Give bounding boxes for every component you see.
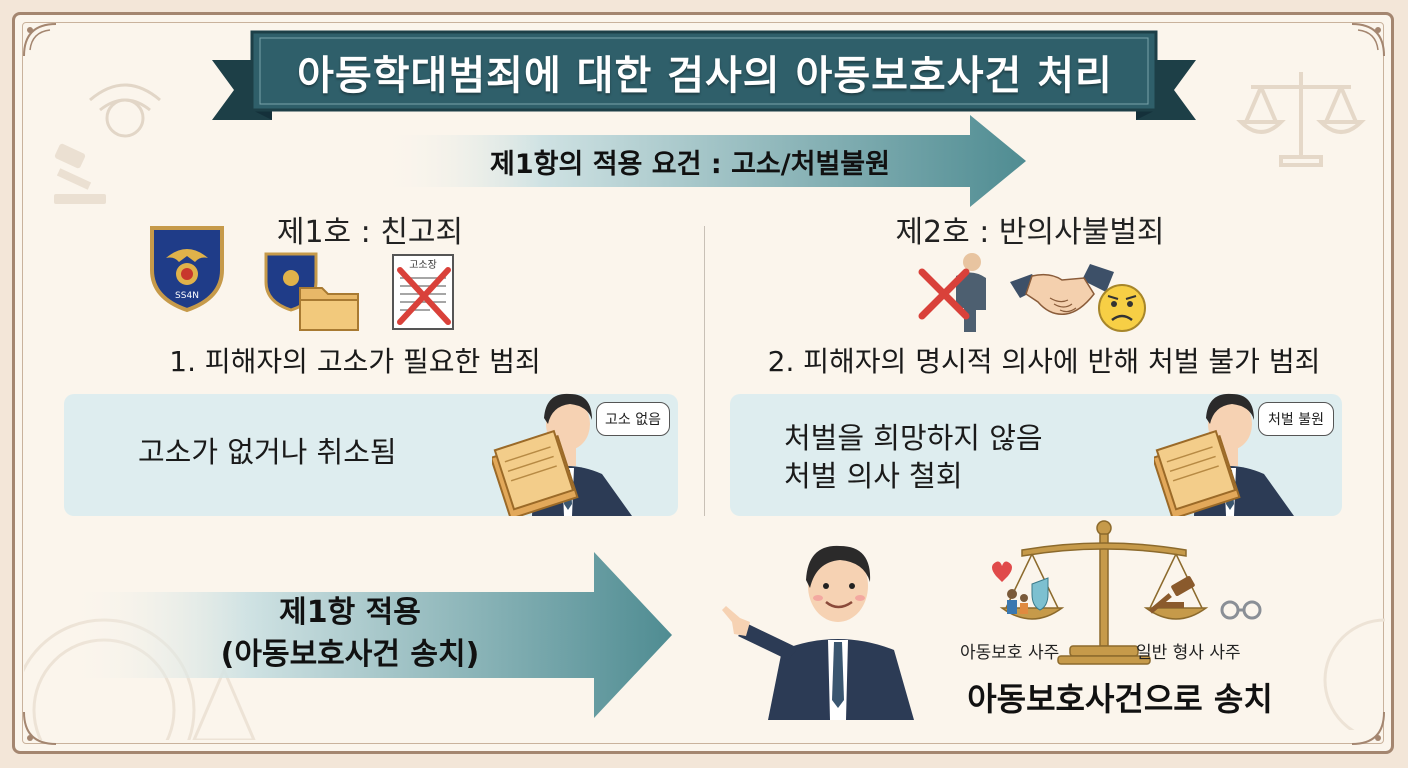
crossed-document-icon: 고소장 <box>392 254 454 330</box>
corner-ornament-icon <box>23 23 57 57</box>
title-banner <box>212 30 1196 120</box>
prosecutor-pointing-icon <box>722 545 914 720</box>
corner-ornament-icon <box>23 711 57 745</box>
right-condition-line1: 처벌을 희망하지 않음 <box>784 421 1043 455</box>
worried-face-icon <box>1098 284 1146 332</box>
badge-text: SS4N <box>175 291 199 301</box>
right-item-title: 2. 피해자의 명시적 의사에 반해 처벌 불가 범죄 <box>767 345 1321 378</box>
police-badge-icon: SS4N <box>150 226 224 313</box>
requirement-label: 제1항의 적용 요건 : 고소/처벌불원 <box>490 148 890 180</box>
right-heading: 제2호 : 반의사불벌죄 <box>895 215 1165 250</box>
result-arrow <box>68 552 672 718</box>
scale-right-label: 일반 형사 사주 <box>1136 643 1241 663</box>
scale-of-justice-icon <box>992 520 1262 665</box>
corner-ornament-icon <box>1351 23 1385 57</box>
left-item-title: 1. 피해자의 고소가 필요한 범죄 <box>169 345 541 378</box>
section-divider <box>704 226 705 516</box>
left-speech-bubble: 고소 없음 <box>596 402 670 436</box>
result-line2: (아동보호사건 송치) <box>220 637 480 672</box>
crossed-person-icon <box>918 253 986 332</box>
left-condition-text: 고소가 없거나 취소됨 <box>138 435 397 469</box>
handshake-icon <box>1010 264 1114 315</box>
faint-scale-icon <box>1236 72 1366 167</box>
shield-icon <box>1031 577 1049 611</box>
page-title: 아동학대범죄에 대한 검사의 아동보호사건 처리 <box>297 53 1113 99</box>
left-heading: 제1호 : 친고죄 <box>276 215 464 250</box>
right-condition-line2: 처벌 의사 철회 <box>784 459 963 493</box>
faint-seal-icon <box>1323 618 1385 730</box>
corner-ornament-icon <box>1351 711 1385 745</box>
scale-left-label: 아동보호 사주 <box>960 643 1060 663</box>
requirement-arrow <box>380 115 1026 207</box>
prosecutor-figure-icon <box>1154 393 1294 516</box>
doc-label: 고소장 <box>409 259 437 271</box>
heart-icon <box>992 561 1012 582</box>
folder-icon <box>264 252 359 331</box>
result-line1: 제1항 적용 <box>279 595 421 630</box>
inner-frame <box>22 22 1384 744</box>
prosecutor-figure-icon <box>492 393 632 516</box>
right-speech-bubble: 처벌 불원 <box>1258 402 1334 436</box>
gavel-icon <box>1148 576 1195 614</box>
conclusion-text: 아동보호사건으로 송치 <box>967 680 1273 718</box>
child-family-icon <box>1007 589 1028 614</box>
faint-gavel-icon <box>54 143 106 204</box>
handcuffs-icon <box>1220 600 1262 620</box>
faint-emblem-icon <box>89 83 161 138</box>
